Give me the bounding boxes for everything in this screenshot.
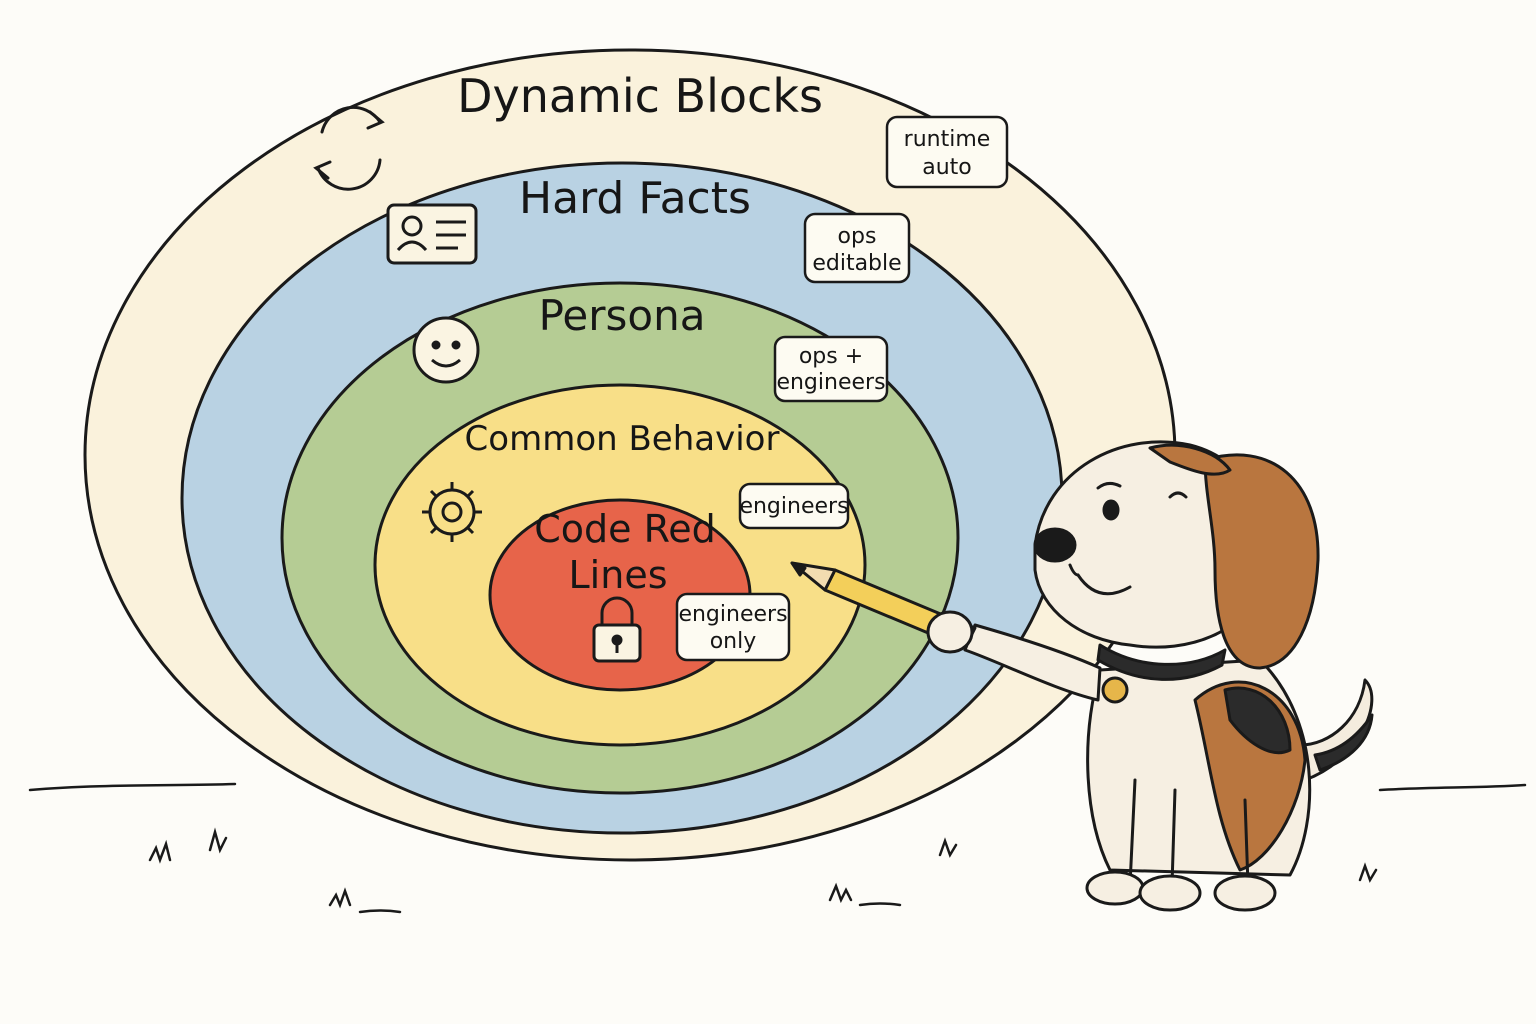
tag-ops-editable-line-2: editable <box>812 251 901 276</box>
tag-ops-editable: ops editable <box>803 212 911 284</box>
tag-ops-editable-line-1: ops <box>838 224 877 249</box>
tag-engineers: engineers <box>738 482 850 530</box>
refresh-cycle-icon <box>313 105 385 191</box>
tag-runtime-auto-line-1: runtime <box>904 127 991 152</box>
beagle-dog-with-pencil-icon <box>790 440 1374 912</box>
layer-title-dynamic-blocks: Dynamic Blocks <box>457 69 823 123</box>
layer-title-code-red-lines-1: Code Red <box>534 507 716 551</box>
tag-ops-engineers: ops + engineers <box>773 335 889 403</box>
tag-runtime-auto: runtime auto <box>885 115 1009 189</box>
tag-engineers-only: engineers only <box>675 592 791 662</box>
tag-runtime-auto-line-2: auto <box>922 155 972 180</box>
layer-title-code-red-lines-2: Lines <box>569 553 668 597</box>
id-card-icon <box>386 203 478 265</box>
tag-engineers-only-line-1: engineers <box>678 602 787 627</box>
ground <box>28 782 1527 914</box>
tag-engineers-line-1: engineers <box>739 494 848 519</box>
tag-engineers-only-line-2: only <box>710 629 757 654</box>
tag-ops-engineers-line-1: ops + <box>799 344 863 369</box>
tag-ops-engineers-line-2: engineers <box>776 370 885 395</box>
padlock-icon <box>592 596 642 663</box>
layer-title-hard-facts: Hard Facts <box>519 173 751 224</box>
gear-icon <box>422 482 482 542</box>
layer-title-persona: Persona <box>539 291 706 340</box>
layer-title-common-behavior: Common Behavior <box>465 419 780 459</box>
smiley-face-icon <box>412 316 480 384</box>
